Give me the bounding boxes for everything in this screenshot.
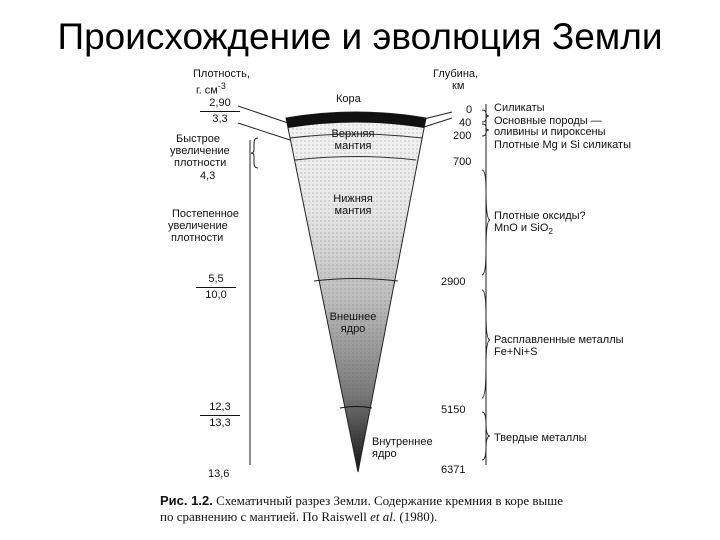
note-fast-1: Быстрое [176, 133, 220, 145]
note-gradual-3: плотности [171, 232, 223, 244]
note-gradual-1: Постепенное [172, 208, 239, 220]
cone-texture [286, 112, 426, 472]
density-upper-mantle: 4,3 [200, 170, 215, 182]
leader-density-mantle [238, 123, 290, 140]
density-crust-mantle: 2,90 3,3 [200, 97, 240, 126]
density-center: 13,6 [208, 468, 229, 480]
comp-basic-rocks-2: оливины и пироксены [494, 126, 606, 138]
depth-6371: 6371 [441, 464, 465, 476]
depth-40: 40 [459, 117, 471, 129]
leader-density-crust [238, 106, 288, 123]
layer-crust: Кора [336, 93, 361, 105]
comp-dense-oxides-2: MnO и SiO2 [494, 222, 553, 238]
leader-depth-0 [424, 112, 452, 119]
depth-700: 700 [453, 156, 471, 168]
comp-molten-metals-1: Расплавленные металлы [494, 334, 624, 346]
depth-5150: 5150 [441, 404, 465, 416]
depth-unit: км [452, 80, 464, 92]
depth-header: Глубина, [433, 68, 478, 80]
density-mantle-core: 5,5 10,0 [196, 273, 236, 302]
depth-200: 200 [453, 130, 471, 142]
depth-2900: 2900 [441, 276, 465, 288]
note-gradual-2: увеличение [168, 220, 228, 232]
comp-molten-metals-2: Fe+Ni+S [494, 346, 537, 358]
comp-dense-silicates: Плотные Mg и Si силикаты [494, 139, 631, 151]
note-fast-3: плотности [174, 157, 226, 169]
depth-0: 0 [466, 104, 472, 116]
figure-caption: Рис. 1.2. Схематичный разрез Земли. Соде… [160, 493, 660, 525]
comp-solid-metals: Твердые металлы [494, 432, 587, 444]
note-fast-2: увеличение [170, 145, 230, 157]
density-unit: г. см-3 [196, 80, 226, 97]
density-header: Плотность, [193, 68, 250, 80]
leader-depth-40 [424, 118, 452, 127]
comp-dense-oxides-1: Плотные оксиды? [494, 210, 586, 222]
comp-silicates: Силикаты [494, 102, 545, 114]
density-outer-inner: 12,3 13,3 [200, 401, 240, 430]
brace-fast [251, 138, 258, 168]
